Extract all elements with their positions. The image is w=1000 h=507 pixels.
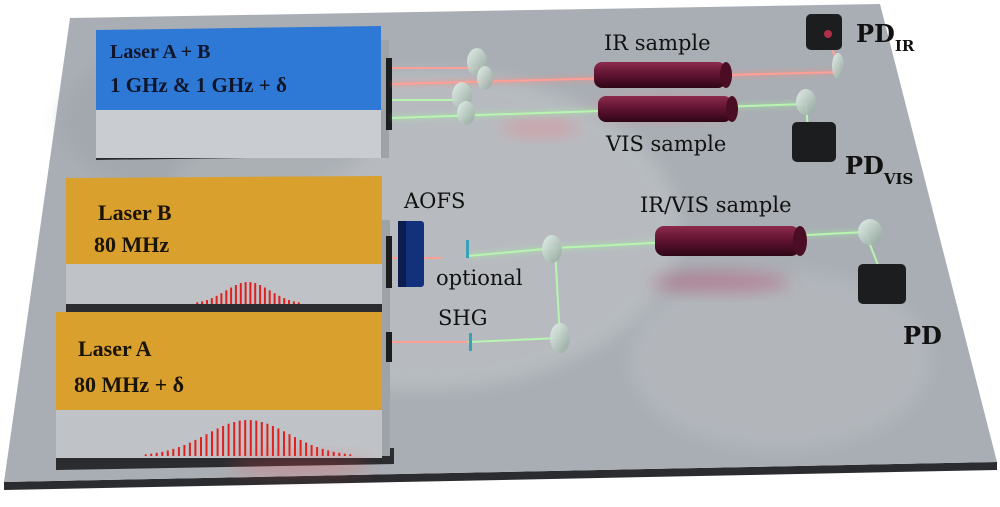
pd-vis-label: PDVIS — [845, 151, 913, 188]
optional-label: optional — [436, 266, 523, 290]
laser-a-box: Laser A 80 MHz + δ — [56, 312, 394, 470]
laser-a-label-2: 80 MHz + δ — [74, 372, 184, 397]
laser-ab-label-2: 1 GHz & 1 GHz + δ — [110, 73, 287, 97]
pd-ir-label: PDIR — [856, 19, 915, 55]
photodiode-vis — [792, 122, 836, 162]
irvis-sample-cell — [655, 226, 807, 256]
laser-b-label-1: Laser B — [98, 200, 172, 225]
shg-label: SHG — [438, 306, 487, 330]
laser-ab-label-1: Laser A + B — [110, 41, 211, 63]
shg-crystal-lower — [469, 333, 472, 351]
pd-ir-subscript: IR — [895, 37, 915, 55]
laser-b-label-2: 80 MHz — [94, 232, 169, 257]
aofs-label: AOFS — [403, 189, 465, 213]
ir-sample-cell — [594, 62, 732, 88]
photodiode-ir — [806, 14, 842, 50]
photodiode — [858, 264, 906, 304]
mirrors — [452, 48, 882, 353]
ir-sample-label: IR sample — [604, 31, 711, 55]
laser-a-label-1: Laser A — [78, 336, 152, 361]
pulse-train-a — [144, 420, 352, 456]
pulse-train-b — [196, 282, 300, 304]
laser-b-box: Laser B 80 MHz — [66, 176, 392, 322]
vis-sample-cell — [598, 96, 738, 122]
pd-vis-subscript: VIS — [883, 170, 914, 188]
shg-crystal-upper — [466, 240, 469, 258]
pd-label: PD — [903, 321, 942, 350]
laser-ab-box: Laser A + B 1 GHz & 1 GHz + δ — [96, 26, 392, 160]
aofs-device — [398, 221, 424, 287]
vis-sample-label: VIS sample — [605, 132, 726, 156]
irvis-sample-label: IR/VIS sample — [640, 193, 792, 217]
